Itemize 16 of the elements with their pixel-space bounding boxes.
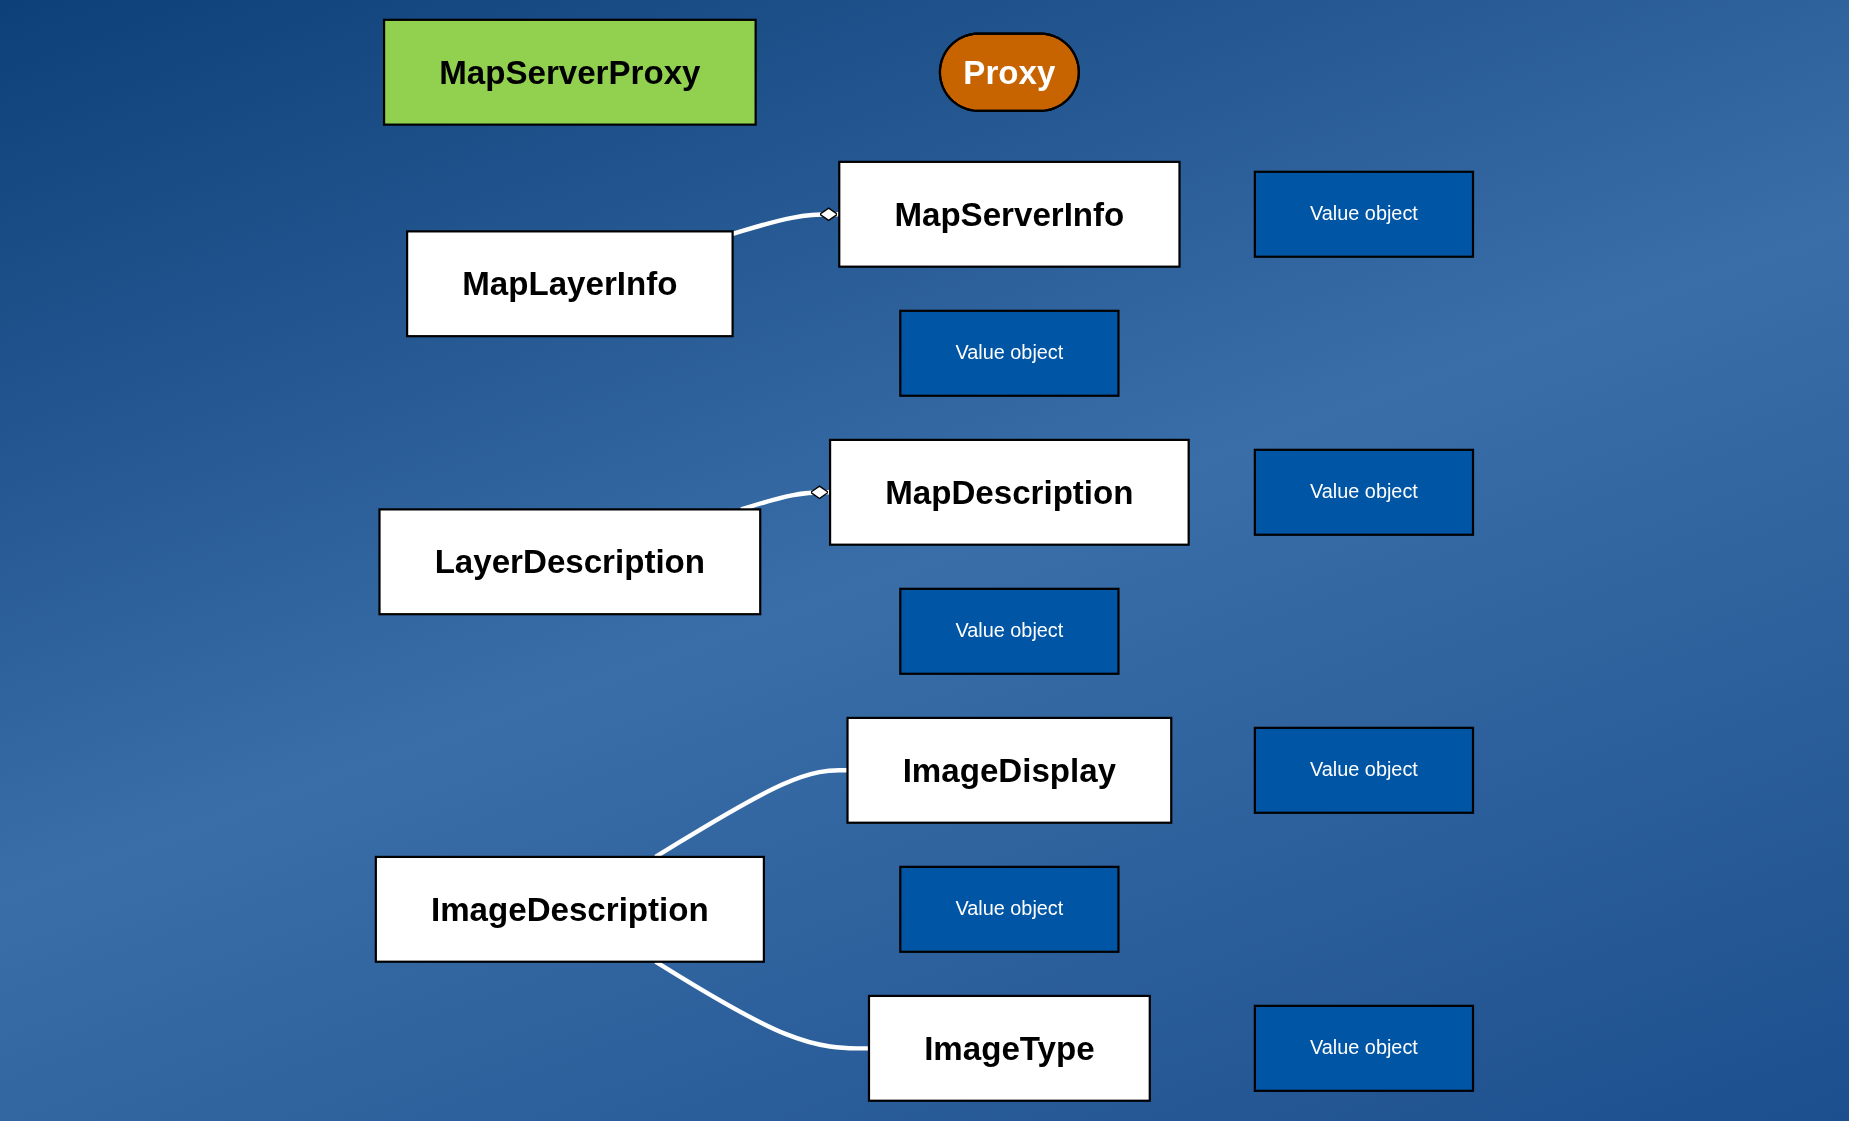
node-box: MapServerInfo — [838, 161, 1181, 268]
node-box: MapServerProxy — [383, 18, 757, 126]
node-box: Value object — [1253, 170, 1475, 259]
node-box: MapDescription — [829, 439, 1190, 547]
node-box: ImageDescription — [374, 856, 766, 964]
node-box: LayerDescription — [378, 508, 762, 616]
node-box: MapLayerInfo — [406, 230, 734, 338]
node-box: ImageType — [867, 995, 1151, 1103]
node-box: Value object — [1253, 448, 1475, 537]
node-box: ImageDisplay — [846, 717, 1173, 825]
node-box: Value object — [1253, 1004, 1475, 1093]
connector — [732, 207, 840, 237]
node-box: Value object — [899, 587, 1120, 676]
node-box: Value object — [899, 865, 1120, 954]
node-box: Value object — [899, 309, 1120, 398]
node-box: Value object — [1253, 726, 1475, 815]
